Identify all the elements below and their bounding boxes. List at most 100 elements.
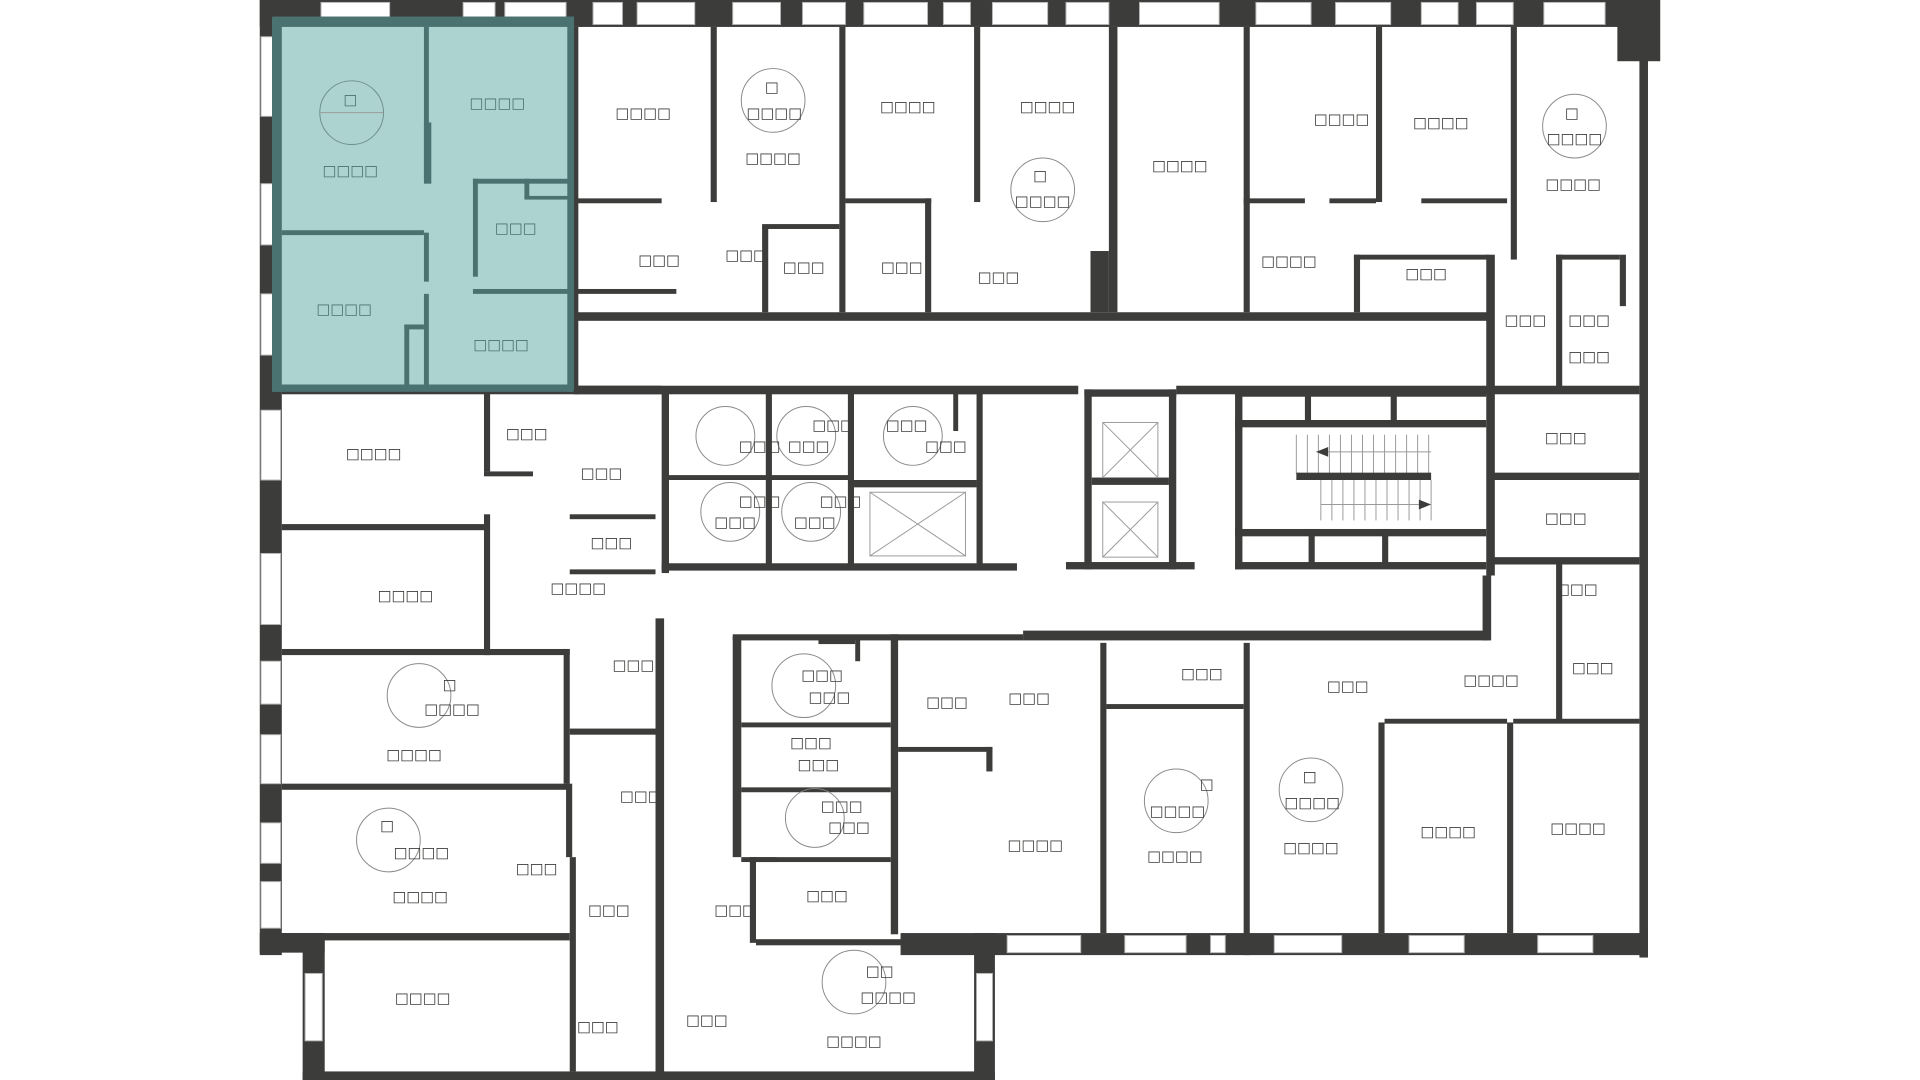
- room-label: □□□: [638, 252, 680, 269]
- wall: [1106, 704, 1244, 709]
- room-label: □□□□: [1283, 840, 1339, 857]
- room-label: □: [1033, 167, 1047, 184]
- apartment-wall: [272, 17, 282, 392]
- elevator: [869, 491, 967, 557]
- elevator: [1102, 501, 1159, 558]
- apartment-wall: [423, 26, 429, 180]
- room-label: □□□□: [1547, 131, 1603, 148]
- wall: [1488, 472, 1640, 480]
- room-label: □□□□: [880, 99, 936, 116]
- room-label: □□□□: [1008, 837, 1064, 854]
- room-label: □: [343, 91, 357, 108]
- wall: [1375, 26, 1383, 203]
- room-label: □□□: [516, 860, 558, 877]
- window: [260, 881, 282, 929]
- staircase: [1295, 434, 1432, 521]
- room-label: □□□□: [473, 336, 529, 353]
- room-label: □: [1303, 769, 1317, 786]
- window: [942, 1, 971, 25]
- room-label: □□□□: [378, 587, 434, 604]
- wall: [661, 563, 1017, 571]
- wall: [1168, 389, 1177, 570]
- wall: [762, 224, 840, 229]
- room-area-marker: [356, 807, 421, 873]
- wall: [1235, 528, 1487, 537]
- room-label: □: [765, 79, 779, 96]
- wall: [755, 939, 975, 946]
- stair-arrow-head: [1315, 446, 1329, 457]
- room-label: □□□: [881, 259, 923, 276]
- room-label: □□□□: [1152, 158, 1208, 175]
- window: [260, 660, 282, 705]
- selected-apartment[interactable]: □ □□□□ □□□□ □□□ □□□□ □□□□: [272, 16, 575, 392]
- room-area-marker: [821, 949, 887, 1015]
- apartment-wall: [472, 178, 478, 277]
- window: [1543, 1, 1606, 25]
- stair-arrow-head: [1418, 499, 1432, 510]
- wall: [668, 475, 853, 480]
- wall: [749, 857, 777, 863]
- window: [260, 409, 282, 481]
- wall: [1353, 254, 1489, 260]
- wall: [281, 783, 570, 790]
- wall: [1329, 198, 1376, 204]
- window: [1124, 935, 1187, 954]
- elevator-shafts: [869, 421, 1159, 558]
- apartment-wall: [404, 324, 410, 386]
- room-label: □: [443, 677, 457, 694]
- room-label: □□□□: [323, 162, 379, 179]
- room-label: □□□: [714, 514, 756, 531]
- room-label: □□□: [821, 798, 863, 815]
- window: [1420, 1, 1459, 25]
- wall: [575, 312, 1489, 321]
- wall: [974, 26, 981, 203]
- wall: [1023, 630, 1489, 641]
- room-label: □□□□: [1150, 803, 1206, 820]
- room-label: □□□□: [386, 747, 442, 764]
- apartment-wall: [524, 178, 530, 199]
- wall: [1235, 389, 1243, 570]
- wall: [1488, 385, 1640, 395]
- wall: [569, 857, 576, 1072]
- room-label: □□□: [1568, 312, 1610, 329]
- wall: [741, 857, 891, 863]
- wall: [1108, 26, 1118, 313]
- selected-apartment-area[interactable]: [272, 16, 575, 390]
- room-label: □□□: [620, 788, 662, 805]
- window: [1006, 935, 1082, 954]
- room-area-marker: [784, 788, 845, 848]
- room-label: □□□: [809, 689, 851, 706]
- wall: [1421, 198, 1508, 204]
- room-label: □□□□: [861, 989, 917, 1006]
- wall: [854, 480, 977, 488]
- room-labels: □□□□□□□□□□□□□□□□□□□□□□□□□□□□□□□□□□□□□□□□…: [346, 79, 1614, 1050]
- wall: [281, 648, 570, 656]
- room-label: □□□: [820, 493, 862, 510]
- room-label: □□□□: [317, 301, 373, 318]
- room-area-marker: [386, 663, 452, 728]
- window: [732, 1, 781, 25]
- wall: [1235, 389, 1487, 397]
- room-label: □□□: [613, 657, 655, 674]
- wall: [483, 391, 491, 472]
- wall: [845, 198, 932, 204]
- room-label: □□□□: [1550, 820, 1606, 837]
- wall: [818, 639, 856, 645]
- room-area-marker: [771, 653, 837, 719]
- room-label: □: [1565, 105, 1579, 122]
- wall: [1382, 528, 1389, 566]
- room-label: □□□: [739, 493, 781, 510]
- apartment-wall: [404, 324, 424, 330]
- window: [1273, 935, 1343, 954]
- wall: [1090, 251, 1109, 313]
- elevator-cross: [869, 491, 966, 557]
- room-area-marker: [740, 68, 806, 133]
- window: [1139, 1, 1220, 25]
- apartment-wall: [423, 232, 429, 282]
- room-area-marker: [700, 481, 761, 542]
- apartment-wall: [423, 122, 432, 184]
- wall: [1304, 389, 1312, 427]
- window: [636, 1, 696, 25]
- walls: [259, 0, 1661, 1080]
